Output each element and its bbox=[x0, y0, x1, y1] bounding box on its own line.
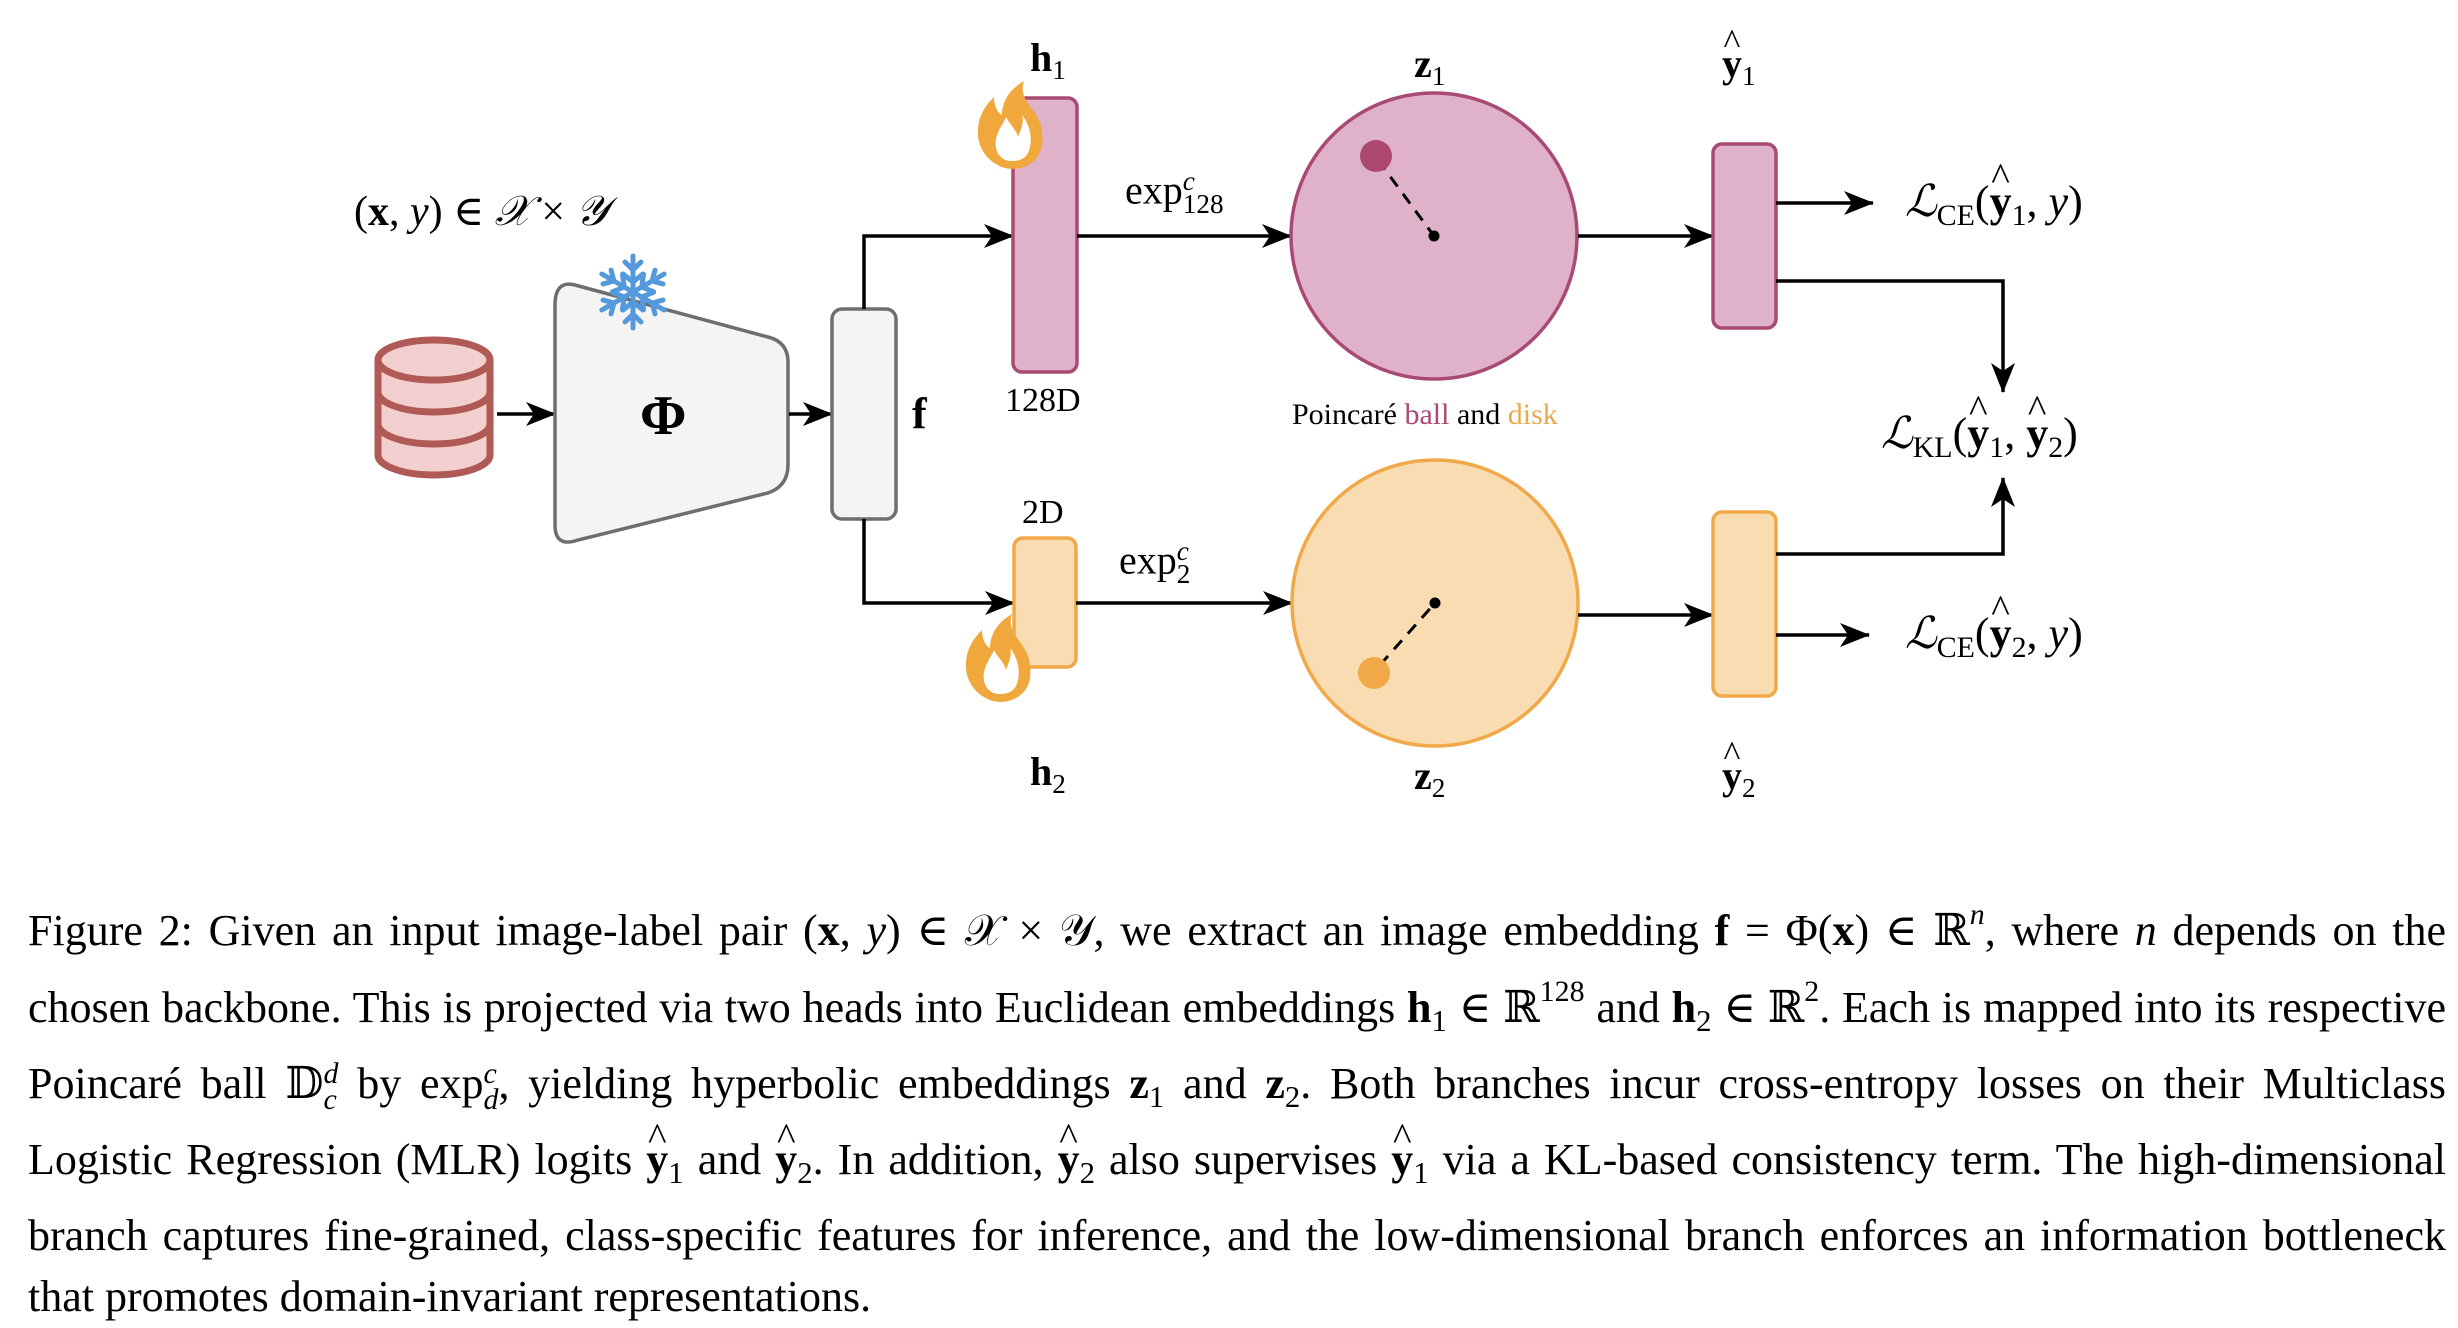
backbone-label: Φ bbox=[640, 385, 687, 447]
database-icon bbox=[374, 336, 494, 479]
y2-box bbox=[1711, 510, 1778, 698]
h2-dim-label: 2D bbox=[1022, 494, 1064, 531]
origin-point-z2 bbox=[1429, 597, 1441, 609]
h1-label: h1 bbox=[1030, 35, 1066, 86]
feature-box bbox=[830, 307, 898, 521]
z1-label: z1 bbox=[1414, 41, 1446, 92]
backbone-trapezoid bbox=[553, 282, 790, 544]
y1-hat-label: y1 bbox=[1722, 44, 1756, 90]
geodesic-z1 bbox=[1376, 159, 1436, 237]
input-pair-label: (x, y) ∈ 𝒳 × 𝒴 bbox=[354, 186, 609, 235]
feature-label: f bbox=[912, 389, 927, 438]
flame-icon bbox=[977, 81, 1043, 169]
origin-point-z1 bbox=[1428, 230, 1440, 242]
figure-number: Figure 2: bbox=[28, 905, 193, 955]
figure-caption: Figure 2: Given an input image-label pai… bbox=[28, 884, 2446, 1328]
poincare-ball-z1 bbox=[1289, 91, 1579, 381]
database-ring-1 bbox=[374, 391, 494, 416]
poincare-note: Poincaré ball and disk bbox=[1292, 398, 1558, 431]
ball-word: ball bbox=[1404, 398, 1450, 431]
disk-word: disk bbox=[1507, 398, 1558, 431]
arrow-f-to-h2 bbox=[862, 519, 1015, 615]
arrow-f-to-h1 bbox=[862, 224, 1014, 309]
arrow-y1-to-kl bbox=[1776, 279, 2015, 393]
kl-loss-label: ℒKL(y1, y2) bbox=[1881, 412, 2078, 463]
y1-box bbox=[1711, 142, 1778, 330]
z2-label: z2 bbox=[1414, 753, 1446, 804]
ce-loss-1-label: ℒCE(y1, y) bbox=[1905, 180, 2083, 231]
database-ring-2 bbox=[374, 423, 494, 448]
arrow-y2-to-kl bbox=[1776, 477, 2015, 556]
diagram-canvas bbox=[374, 81, 2015, 748]
database-top bbox=[374, 336, 494, 384]
poincare-disk-z2 bbox=[1290, 458, 1580, 748]
h2-label: h2 bbox=[1030, 749, 1066, 800]
geodesic-z2 bbox=[1378, 602, 1437, 666]
flame-icon bbox=[965, 614, 1031, 702]
embedding-point-z2 bbox=[1358, 657, 1390, 689]
embedding-point-z1 bbox=[1360, 140, 1392, 172]
ce-loss-2-label: ℒCE(y2, y) bbox=[1905, 612, 2083, 663]
h1-dim-label: 128D bbox=[1005, 382, 1081, 419]
database-body bbox=[374, 360, 494, 479]
y2-hat-label: y2 bbox=[1722, 756, 1756, 802]
snowflake-icon bbox=[597, 253, 669, 328]
